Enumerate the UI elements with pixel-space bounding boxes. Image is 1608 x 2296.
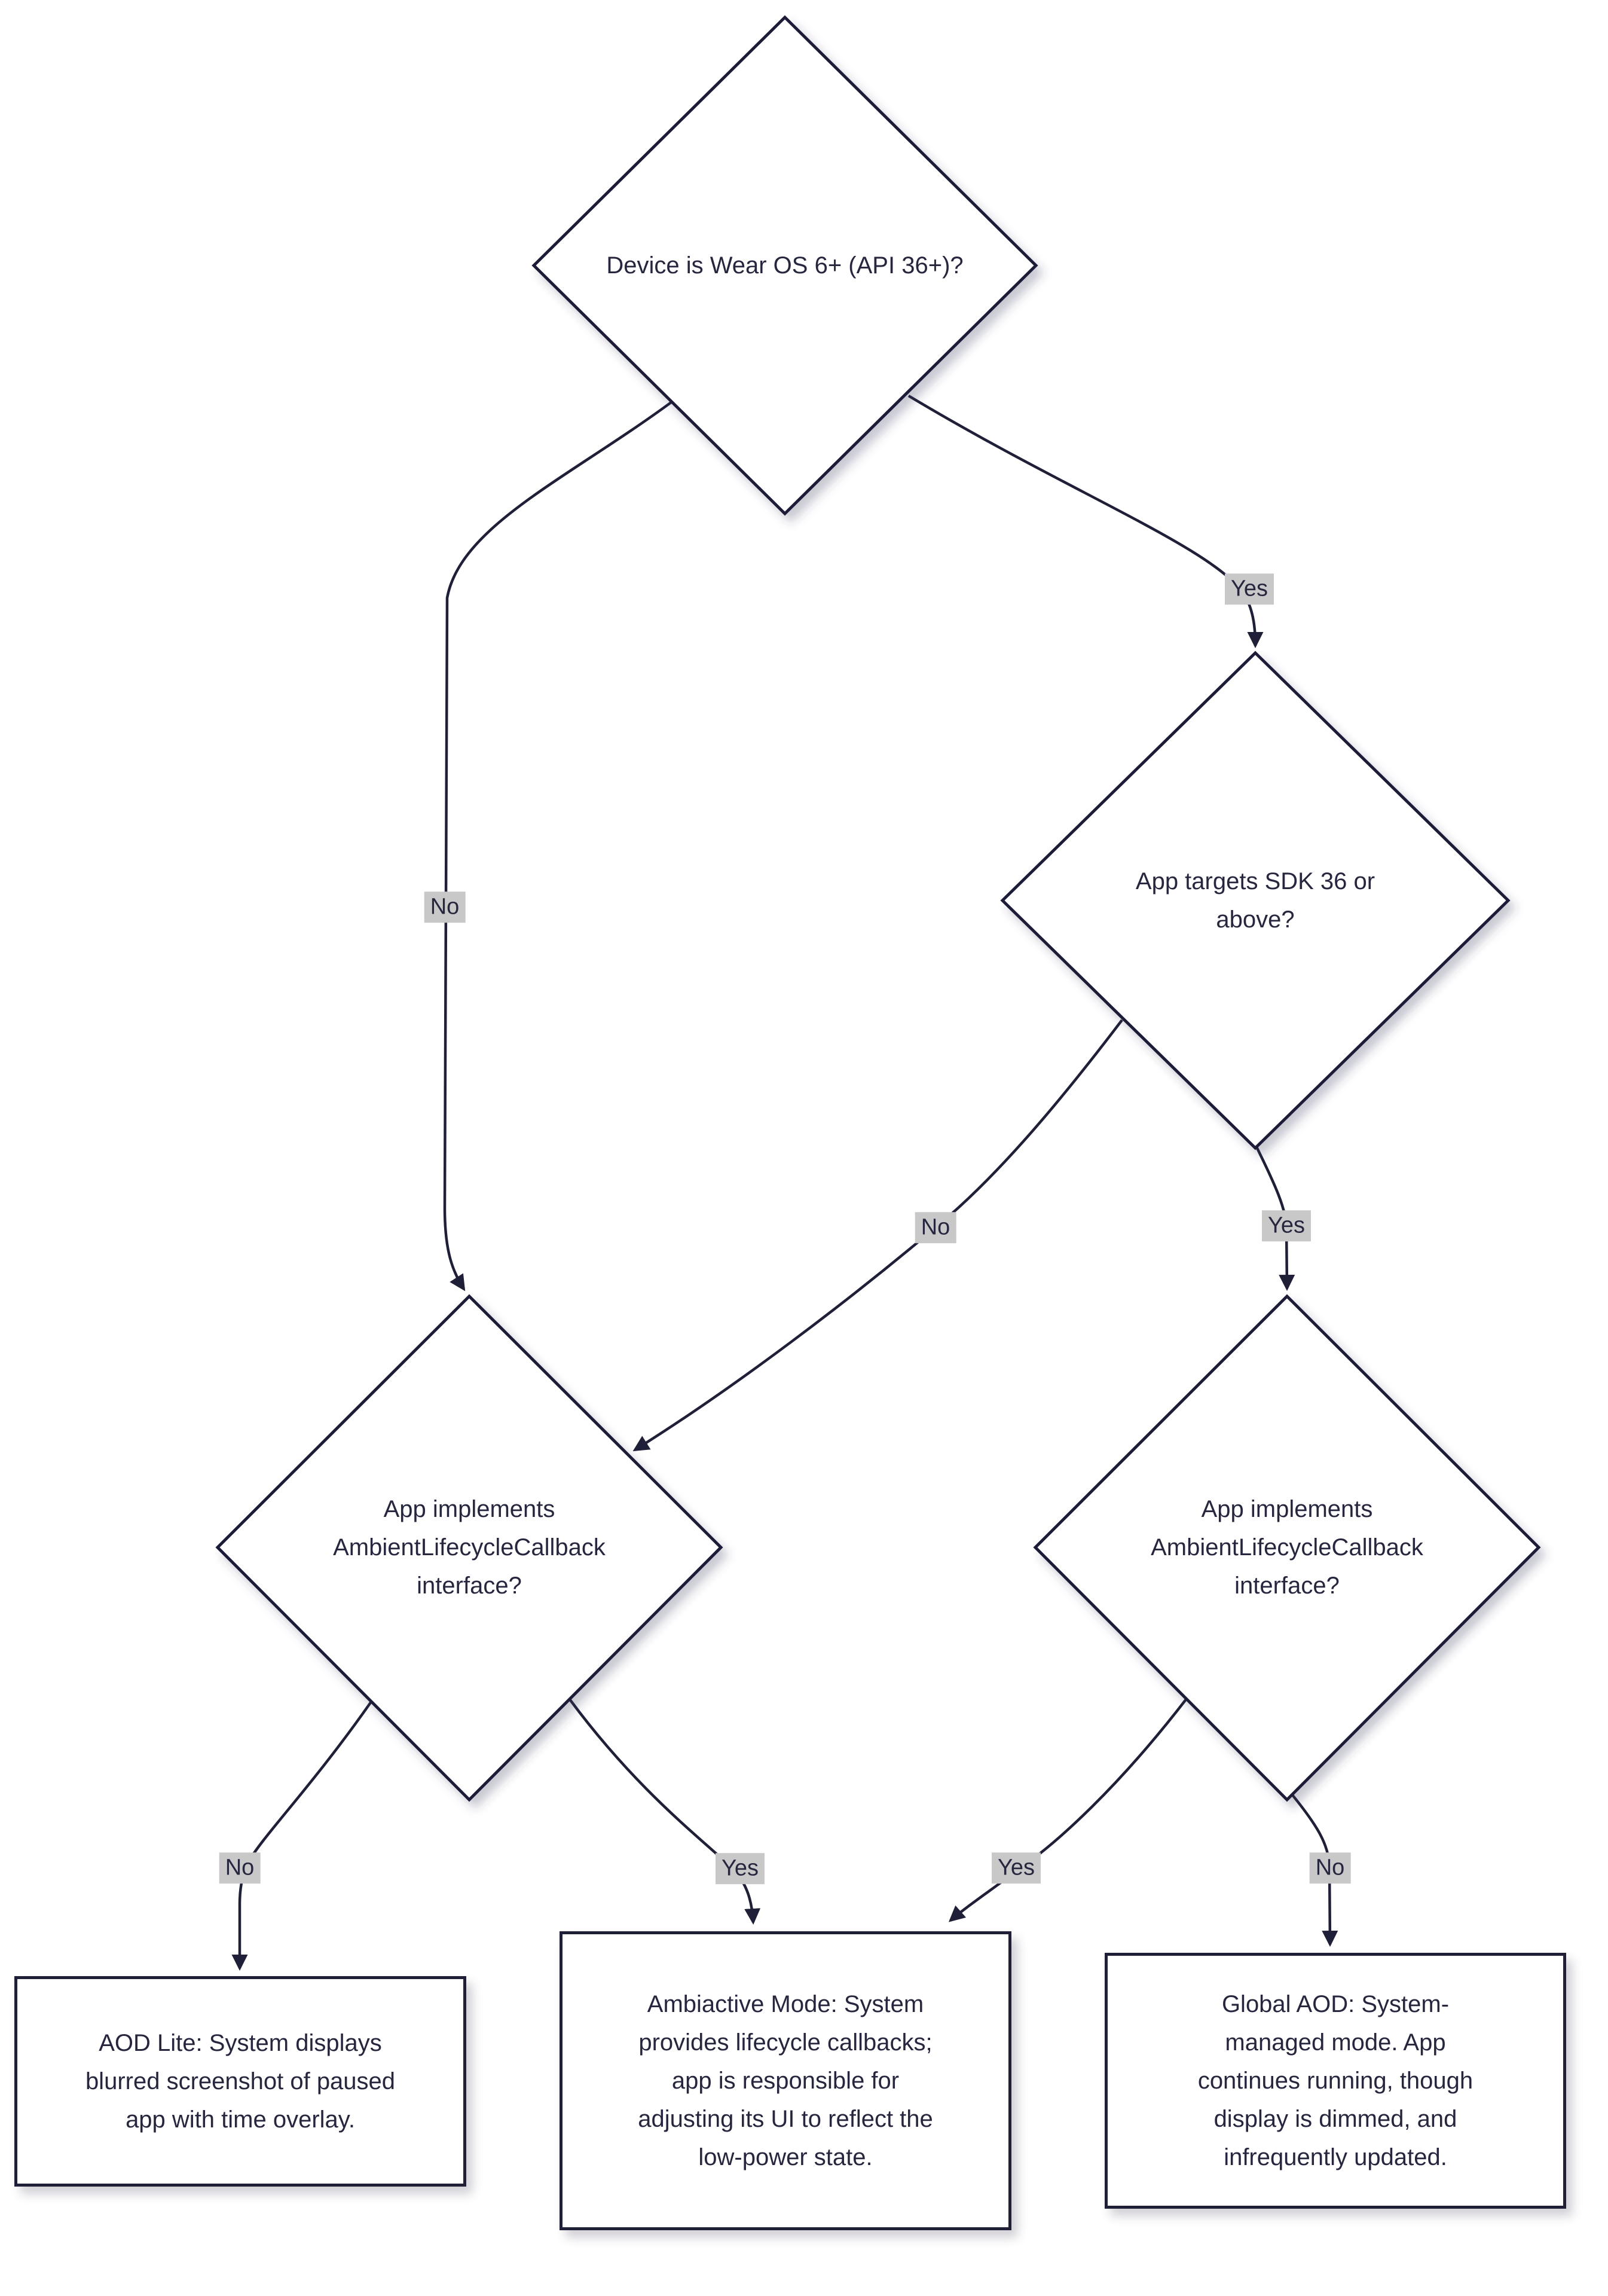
edge-right-yes-line — [948, 1697, 1188, 1922]
result-ambiactive-box: Ambiactive Mode: System provides lifecyc… — [560, 1931, 1011, 2230]
result-ambiactive-label: Ambiactive Mode: System provides lifecyc… — [638, 1991, 933, 2170]
edge-label-right-no: No — [1309, 1852, 1351, 1883]
edge-left-no-line — [231, 1700, 372, 1971]
result-aod-lite-box: AOD Lite: System displays blurred screen… — [14, 1976, 466, 2187]
decision-callback-right-shape — [1033, 1294, 1541, 1802]
result-global-aod-box: Global AOD: System-managed mode. App con… — [1105, 1953, 1566, 2209]
decision-callback-left-shape — [215, 1294, 723, 1802]
edge-wear-no-line — [443, 401, 673, 1292]
edge-label-sdk-yes: Yes — [1262, 1210, 1311, 1241]
result-aod-lite-label: AOD Lite: System displays blurred screen… — [85, 2030, 396, 2133]
edge-wear-yes-line — [907, 395, 1264, 649]
decision-sdk36-label: App targets SDK 36 or above? — [1135, 868, 1375, 933]
edge-label-left-no: No — [219, 1852, 261, 1883]
decision-callback-left-label: App implements AmbientLifecycleCallback … — [333, 1496, 606, 1599]
edge-label-left-yes: Yes — [716, 1853, 765, 1884]
decision-callback-right-label: App implements AmbientLifecycleCallback … — [1151, 1496, 1423, 1599]
decision-wear-os-shape — [531, 15, 1038, 516]
edge-left-yes-line — [568, 1698, 761, 1925]
result-global-aod-label: Global AOD: System-managed mode. App con… — [1197, 1991, 1474, 2170]
decision-sdk36-shape — [1000, 651, 1511, 1150]
edge-sdk-no-line — [632, 1019, 1123, 1452]
edge-label-right-yes: Yes — [992, 1852, 1041, 1883]
edge-label-sdk-no: No — [915, 1212, 956, 1243]
edge-label-wear-yes: Yes — [1225, 573, 1274, 604]
decision-wear-os-label: Device is Wear OS 6+ (API 36+)? — [606, 252, 964, 279]
edge-label-wear-no: No — [424, 891, 466, 923]
